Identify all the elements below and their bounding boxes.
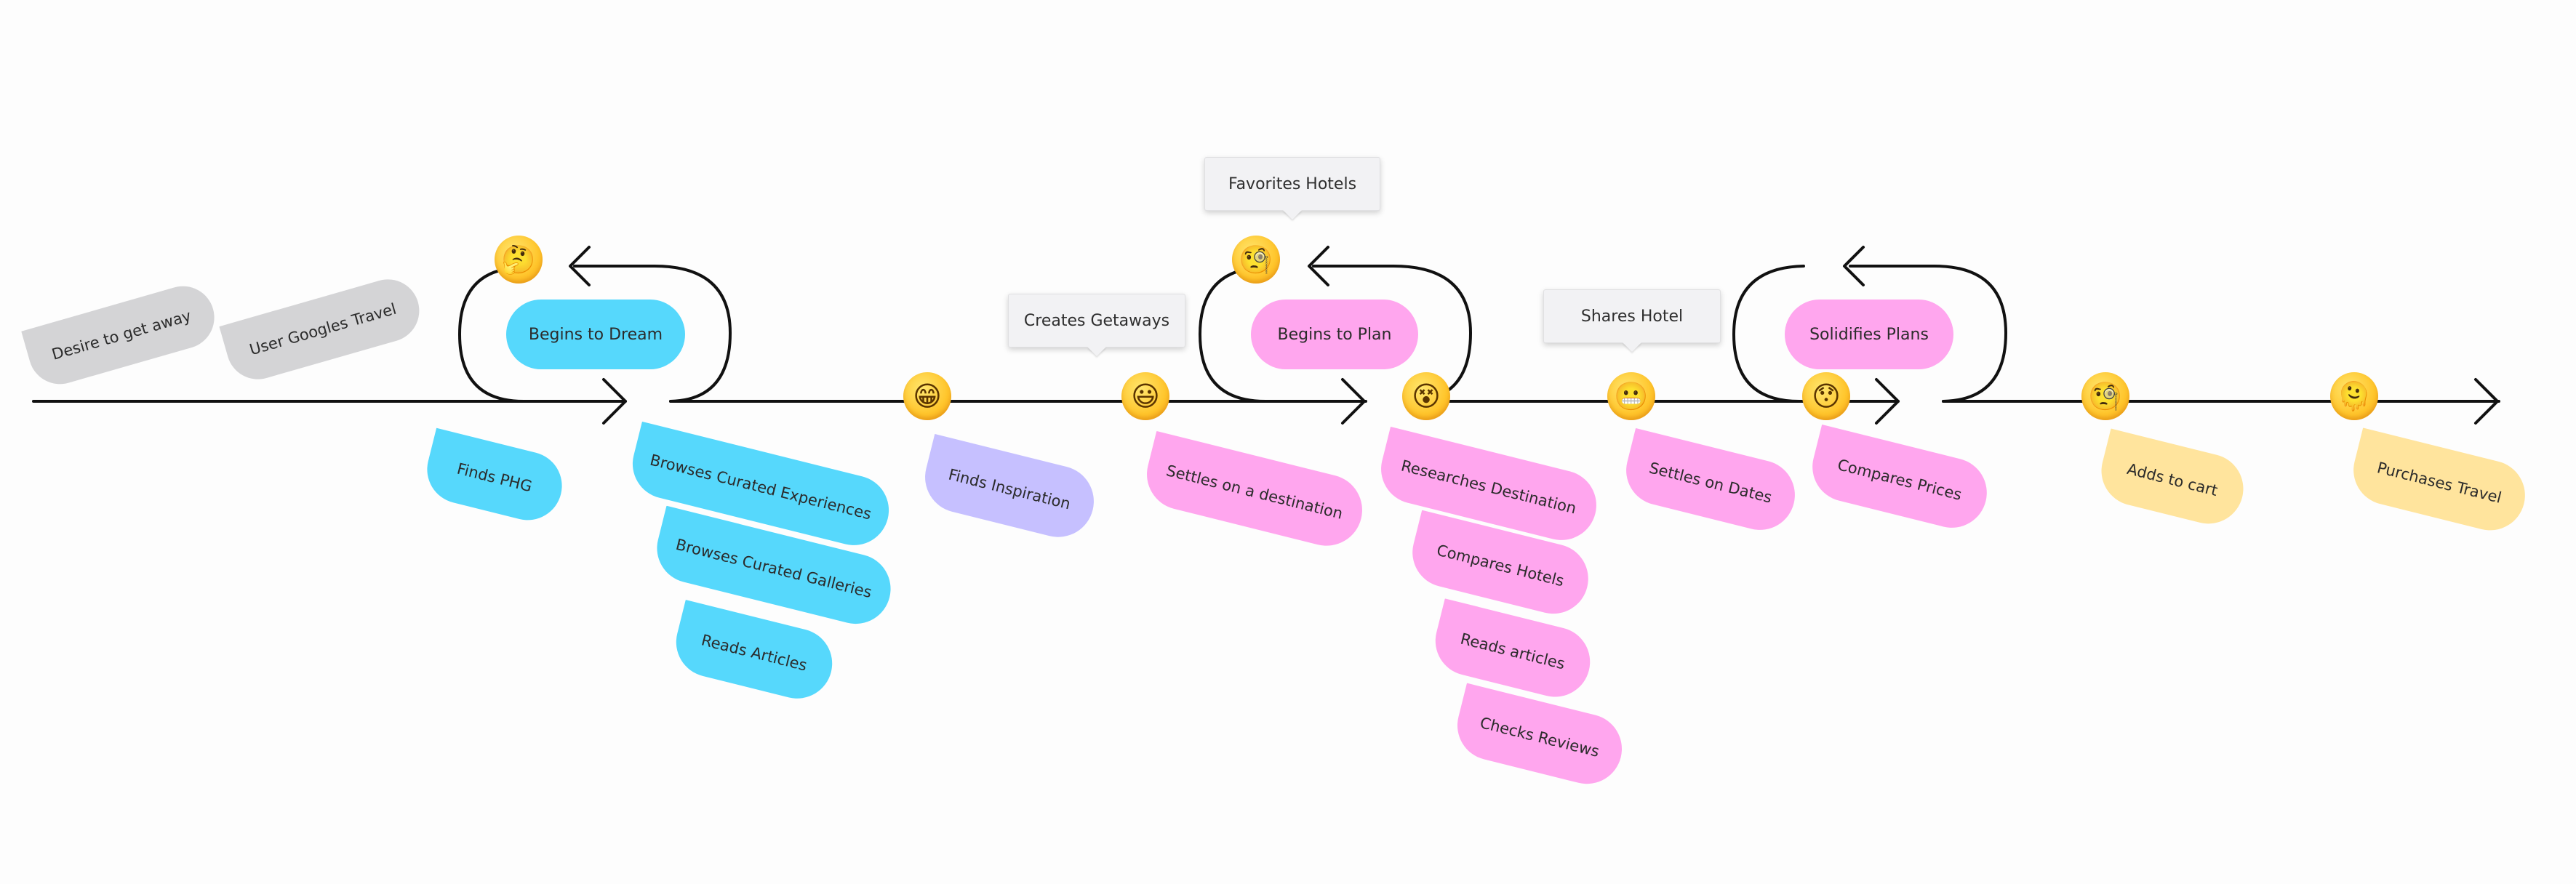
loop-dream-return <box>573 265 732 403</box>
melting-face-icon: 🫠 <box>2330 372 2378 420</box>
step-label: Finds Inspiration <box>946 465 1073 513</box>
dizzy-face-icon: 😵 <box>1402 372 1450 420</box>
callout-favorites-hotels: Favorites Hotels <box>1204 157 1380 211</box>
loop-plan <box>1199 266 1325 403</box>
callout-shares-hotel: Shares Hotel <box>1543 289 1721 343</box>
step-label: Reads articles <box>1458 630 1567 673</box>
callout-creates-getaways: Creates Getaways <box>1008 294 1185 347</box>
step-label: Reads Articles <box>699 631 809 675</box>
thinking-face-icon: 🤔 <box>495 236 543 284</box>
loop-solidify <box>1732 265 1863 403</box>
step-label: Adds to cart <box>2125 459 2220 500</box>
timeline-arrowhead-2 <box>1341 378 1366 425</box>
loop-label-begins-to-dream: Begins to Dream <box>506 300 685 369</box>
callout-label: Creates Getaways <box>1023 311 1170 330</box>
step-label: Purchases Travel <box>2375 459 2504 507</box>
loop-solidify-return <box>1849 265 2007 403</box>
loop-label: Begins to Dream <box>528 325 663 344</box>
loop-label: Solidifies Plans <box>1809 325 1929 344</box>
step-label: Finds PHG <box>455 459 535 496</box>
step-label: Settles on Dates <box>1647 459 1774 507</box>
callout-label: Favorites Hotels <box>1228 174 1357 193</box>
loop-dream-arrowhead <box>569 246 591 286</box>
callout-label: Shares Hotel <box>1580 307 1684 326</box>
timeline-arrowhead-end <box>2474 378 2499 425</box>
grinning-face-icon: 😁 <box>903 372 951 420</box>
face-with-monocle-icon: 🧐 <box>2081 372 2129 420</box>
smiling-face-icon: 😃 <box>1121 372 1169 420</box>
grimacing-face-icon: 😬 <box>1607 372 1655 420</box>
loop-label-begins-to-plan: Begins to Plan <box>1251 300 1418 369</box>
step-label: Compares Prices <box>1836 456 1964 504</box>
step-label: Checks Reviews <box>1478 714 1601 760</box>
loop-dream <box>458 266 583 403</box>
loop-label: Begins to Plan <box>1277 325 1392 344</box>
loop-plan-arrowhead <box>1308 246 1329 286</box>
timeline-arrowhead-3 <box>1875 378 1900 425</box>
face-with-monocle-icon: 🧐 <box>1232 236 1280 284</box>
step-label: Compares Hotels <box>1435 541 1566 590</box>
loop-solidify-arrowhead <box>1843 246 1865 286</box>
timeline-arrowhead-1 <box>602 378 627 425</box>
astonished-face-icon: 😯 <box>1802 372 1850 420</box>
loop-label-solidifies-plans: Solidifies Plans <box>1785 300 1953 369</box>
